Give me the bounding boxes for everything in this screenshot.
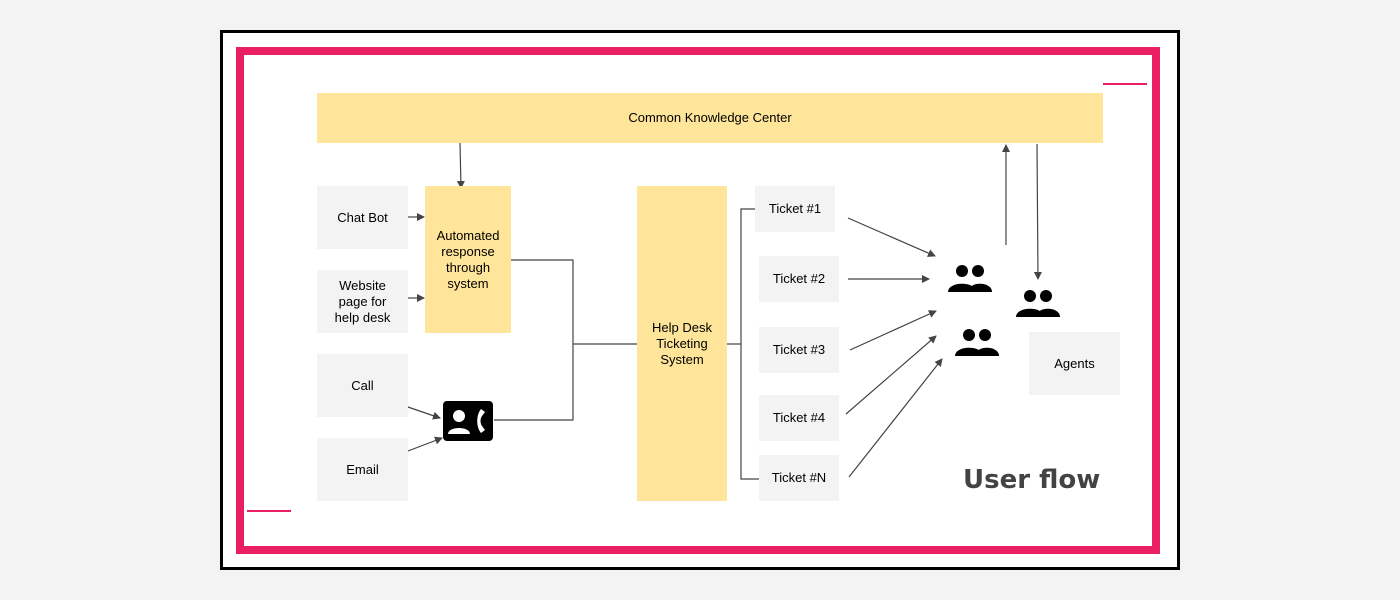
call-box: Call bbox=[317, 354, 408, 417]
arrow-ticket-3 bbox=[849, 310, 937, 351]
ticket-n-box: Ticket #N bbox=[759, 455, 839, 501]
arrow-knowledge-to-agents bbox=[1033, 143, 1042, 280]
automated-response-box: Automated response through system bbox=[425, 186, 511, 333]
automated-response-label: Automated response through system bbox=[436, 227, 500, 291]
website-label: Website page for help desk bbox=[334, 277, 391, 325]
email-box: Email bbox=[317, 438, 408, 501]
contact-phone-icon bbox=[442, 400, 494, 447]
website-box: Website page for help desk bbox=[317, 270, 408, 333]
accent-line-top bbox=[1103, 83, 1147, 85]
helpdesk-box: Help Desk Ticketing System bbox=[637, 186, 727, 501]
knowledge-center-label: Common Knowledge Center bbox=[628, 110, 792, 125]
accent-line-bottom bbox=[247, 510, 291, 512]
ticket-4-box: Ticket #4 bbox=[759, 395, 839, 441]
diagram-title: User flow bbox=[963, 465, 1101, 495]
agents-label: Agents bbox=[1054, 355, 1095, 371]
ticket-3-label: Ticket #3 bbox=[772, 342, 826, 357]
bracket-right bbox=[740, 208, 760, 480]
chat-bot-label: Chat Bot bbox=[337, 209, 388, 225]
ticket-1-box: Ticket #1 bbox=[755, 186, 835, 232]
agents-box: Agents bbox=[1029, 332, 1120, 395]
arrow-email bbox=[407, 436, 443, 452]
ticket-n-label: Ticket #N bbox=[771, 470, 827, 485]
arrow-call bbox=[404, 405, 441, 420]
ticket-1-label: Ticket #1 bbox=[768, 201, 822, 216]
knowledge-center-box: Common Knowledge Center bbox=[317, 93, 1103, 143]
helpdesk-label: Help Desk Ticketing System bbox=[652, 319, 712, 367]
arrow-ticket-4 bbox=[845, 335, 937, 415]
people-group-icon bbox=[946, 262, 994, 299]
chat-bot-box: Chat Bot bbox=[317, 186, 408, 249]
arrow-knowledge-to-automated bbox=[456, 142, 465, 189]
ticket-4-label: Ticket #4 bbox=[772, 410, 826, 425]
arrow-ticket-n bbox=[848, 358, 943, 478]
ticket-2-label: Ticket #2 bbox=[772, 271, 826, 286]
call-label: Call bbox=[351, 377, 374, 393]
ticket-3-box: Ticket #3 bbox=[759, 327, 839, 373]
people-group-icon bbox=[953, 326, 1001, 363]
people-group-icon bbox=[1014, 287, 1062, 324]
arrow-ticket-1 bbox=[847, 217, 936, 257]
bracket-left bbox=[494, 259, 574, 421]
ticket-2-box: Ticket #2 bbox=[759, 256, 839, 302]
email-label: Email bbox=[346, 461, 379, 477]
